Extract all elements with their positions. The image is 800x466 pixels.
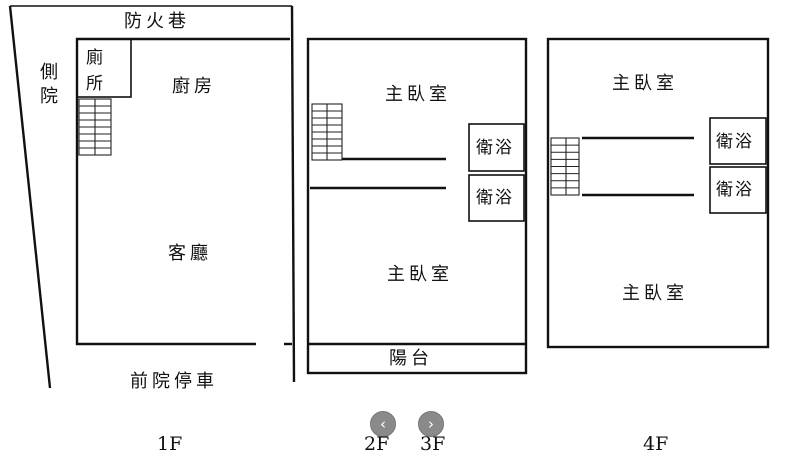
fire-lane-label: 防火巷 (124, 11, 190, 32)
front-yard-parking-label: 前院停車 (130, 371, 218, 392)
bathroom-2-label: 衛浴 (476, 188, 514, 208)
floor-1-stairs (78, 98, 112, 156)
chevron-left-icon: ‹ (380, 415, 386, 433)
bathroom-1-label: 衛浴 (716, 132, 754, 152)
floor-4-walls (546, 37, 770, 349)
floor-2-stairs (311, 103, 343, 161)
master-bedroom-bottom-label: 主臥室 (387, 264, 453, 285)
side-yard-label: 側院 (37, 62, 58, 110)
floor-1-walls (8, 5, 296, 389)
floor-2-walls (306, 37, 528, 375)
master-bedroom-top-label: 主臥室 (612, 73, 678, 94)
floor-2-caption: 2F (364, 433, 390, 455)
kitchen-label: 廚房 (172, 76, 216, 97)
bathroom-1-label: 衛浴 (476, 138, 514, 158)
bathroom-2-label: 衛浴 (716, 180, 754, 200)
balcony-label: 陽台 (389, 348, 433, 369)
floor-4-stairs (550, 137, 580, 196)
master-bedroom-bottom-label: 主臥室 (622, 283, 688, 304)
floor-1-caption: 1F (157, 433, 183, 455)
prev-floor-button[interactable]: ‹ (370, 411, 396, 437)
master-bedroom-top-label: 主臥室 (385, 84, 451, 105)
living-room-label: 客廳 (168, 243, 212, 264)
toilet-label: 廁所 (86, 48, 103, 94)
next-floor-button[interactable]: › (418, 411, 444, 437)
floor-4-caption: 4F (643, 433, 669, 455)
chevron-right-icon: › (428, 415, 434, 433)
floor-3-caption: 3F (420, 433, 446, 455)
